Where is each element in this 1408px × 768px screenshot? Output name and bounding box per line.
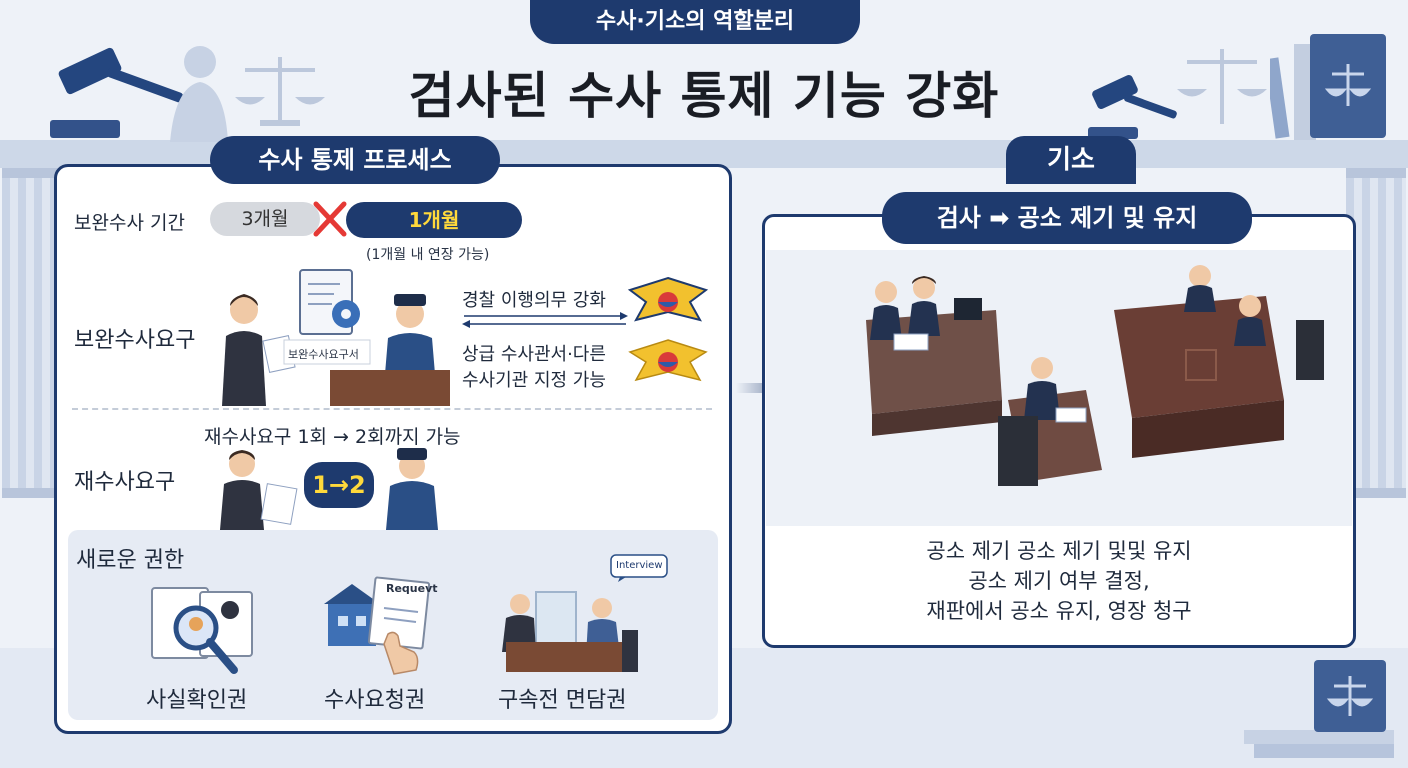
speech-bubble-icon: [610, 554, 668, 582]
law-book-icon-top: [1270, 34, 1386, 140]
interview-scene-icon: [502, 591, 638, 672]
request-doc-label: Requevt: [386, 582, 438, 595]
request-document-label: 보완수사요구서: [288, 348, 359, 361]
designation-text-1: 상급 수사관서·다른: [462, 344, 606, 365]
police-emblem-icon-2: [628, 339, 708, 382]
period-label: 보완수사 기간: [74, 212, 185, 234]
indictment-description: 공소 제기 공소 제기 및및 유지 공소 제기 여부 결정, 재판에서 공소 유…: [766, 536, 1352, 626]
period-note: (1개월 내 연장 가능): [366, 247, 490, 263]
reinvest-count-badge: 1→2: [304, 462, 374, 508]
indictment-desc-line2: 공소 제기 여부 결정,: [968, 569, 1150, 593]
left-pillar: [2, 168, 62, 498]
courtroom-illustration: [866, 265, 1324, 486]
judge-figure-icon: [170, 46, 228, 142]
prosecutor-police-illustration: [222, 269, 450, 406]
new-powers-title: 새로운 권한: [76, 548, 185, 573]
supplement-label: 보완수사요구: [74, 328, 196, 353]
indictment-desc-line3: 재판에서 공소 유지, 영장 청구: [926, 599, 1192, 623]
police-officer-illustration: [386, 448, 438, 530]
investigation-request-icon: [324, 576, 431, 675]
request-power-label: 수사요청권: [324, 688, 426, 713]
prosecutor-illustration: [220, 450, 298, 530]
process-title: 수사 통제 프로세스: [210, 136, 500, 184]
period-old-pill: 3개월: [210, 202, 320, 236]
police-emblem-icon: [627, 276, 709, 322]
fact-check-label: 사실확인권: [146, 688, 248, 713]
fact-check-icon: [151, 587, 253, 674]
indictment-subtitle: 검사 ➡ 공소 제기 및 유지: [882, 192, 1252, 244]
gavel-icon-right: [1088, 74, 1177, 139]
page-title: 검사된 수사 통제 기능 강화: [408, 67, 1000, 125]
police-duty-text: 경찰 이행의무 강화: [462, 290, 606, 311]
indictment-tab: 기소: [1006, 136, 1136, 184]
top-badge: 수사·기소의 역할분리: [530, 0, 860, 44]
courtroom-scene: [766, 250, 1352, 526]
scales-icon-right: [1177, 49, 1267, 124]
scales-icon-left: [235, 57, 325, 126]
designation-text-2: 수사기관 지정 가능: [462, 370, 606, 391]
indictment-desc-line1: 공소 제기 공소 제기 및및 유지: [926, 539, 1192, 563]
interview-power-label: 구속전 면담권: [498, 688, 627, 713]
right-pillar: [1346, 168, 1406, 498]
gavel-icon-left: [50, 47, 184, 138]
section-divider: [72, 408, 712, 410]
law-book-stack-icon: [1244, 660, 1394, 758]
reinvest-label: 재수사요구: [74, 470, 176, 495]
double-arrow-icon: [462, 312, 628, 328]
reinvest-caption: 재수사요구 1회 → 2회까지 가능: [204, 426, 461, 448]
period-new-pill: 1개월: [346, 202, 522, 238]
cross-icon: [313, 201, 347, 237]
interview-bubble-text: Interview: [616, 560, 663, 571]
